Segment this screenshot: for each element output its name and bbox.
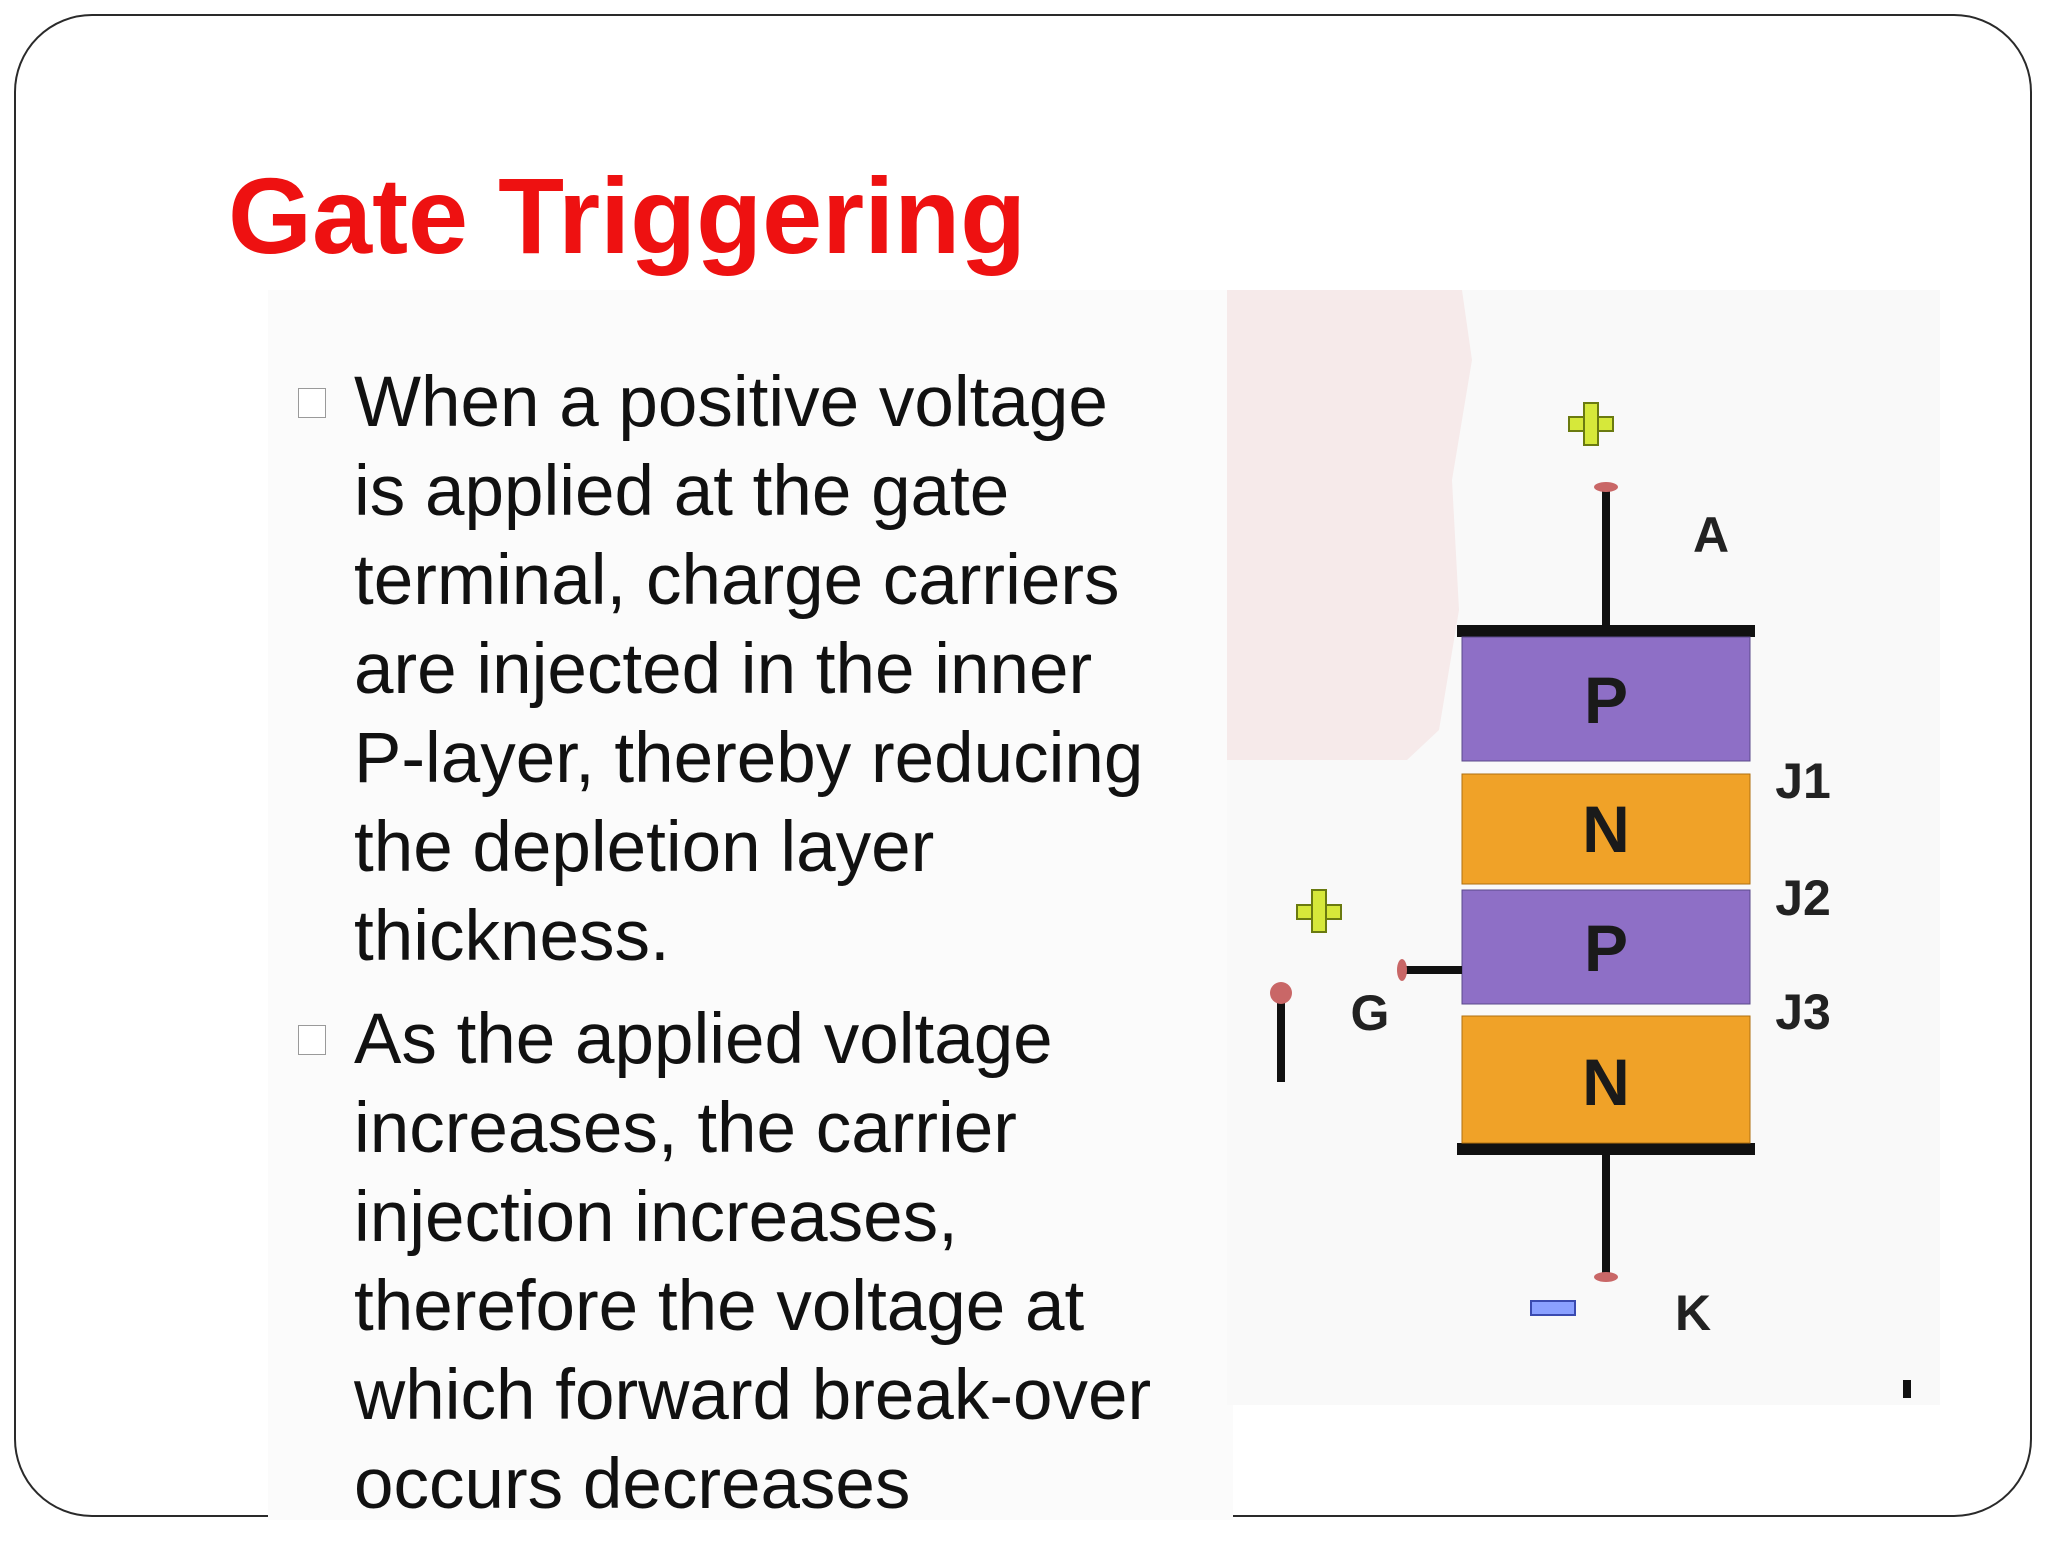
bullet-checkbox-icon	[298, 388, 326, 418]
bullet-item: As the applied voltage increases, the ca…	[296, 995, 1226, 1529]
thyristor-diagram: A P N P N J1 J2 J3 G K	[1227, 290, 1911, 1398]
layer-label: P	[1584, 911, 1628, 985]
layer-label: P	[1584, 663, 1628, 737]
layer-p-top	[1461, 636, 1751, 762]
layer-label: N	[1582, 792, 1630, 866]
bullet-checkbox-icon	[298, 1025, 326, 1055]
layer-n-lower	[1461, 1015, 1751, 1144]
cathode-label: K	[1675, 1285, 1711, 1341]
cathode-minus-icon	[1530, 1300, 1576, 1316]
text-panel	[268, 290, 1233, 1520]
anode-label: A	[1693, 507, 1729, 563]
junction-label-j1: J1	[1775, 753, 1831, 809]
bullet-text: When a positive voltage is applied at th…	[354, 363, 1144, 976]
background-smudge	[1227, 290, 1472, 760]
junction-label-j3: J3	[1775, 984, 1831, 1040]
bullet-list: When a positive voltage is applied at th…	[296, 358, 1226, 1543]
gate-label: G	[1351, 985, 1390, 1041]
slide-title: Gate Triggering	[228, 155, 1027, 276]
gate-pin	[1397, 959, 1407, 981]
layer-stack: P N P N	[1461, 636, 1751, 1144]
cathode-plate	[1457, 1143, 1755, 1155]
cathode-pin	[1594, 1272, 1618, 1282]
anode-pin	[1594, 482, 1618, 492]
anode-plus-icon	[1568, 402, 1614, 446]
layer-label: N	[1582, 1045, 1630, 1119]
bullet-item: When a positive voltage is applied at th…	[296, 358, 1226, 981]
gate-probe-tip	[1270, 982, 1292, 1004]
stray-mark	[1903, 1380, 1911, 1398]
gate-plus-icon	[1296, 889, 1342, 933]
anode-plate	[1457, 625, 1755, 637]
layer-n-upper	[1461, 773, 1751, 885]
layer-p-inner	[1461, 889, 1751, 1005]
bullet-text: As the applied voltage increases, the ca…	[354, 1000, 1152, 1524]
junction-label-j2: J2	[1775, 870, 1831, 926]
